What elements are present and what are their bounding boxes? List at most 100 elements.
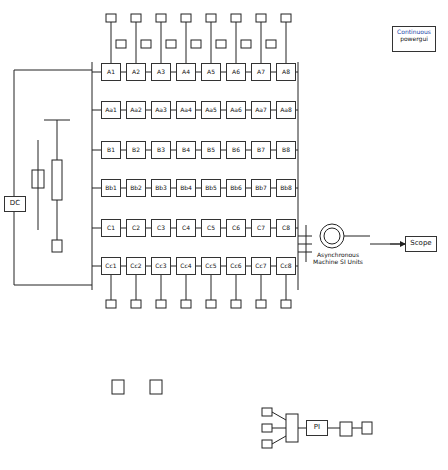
igbt-block: Cc4 bbox=[176, 257, 196, 275]
block-label: Aa5 bbox=[205, 107, 217, 114]
igbt-block: Bb7 bbox=[251, 179, 271, 197]
igbt-block: B7 bbox=[251, 141, 271, 159]
block-label: powergui bbox=[395, 36, 433, 43]
block-label: Aa2 bbox=[130, 107, 142, 114]
block-label: Cc6 bbox=[230, 263, 241, 270]
block-label: B7 bbox=[257, 147, 265, 154]
asynchronous-machine: Asynchronous Machine SI Units bbox=[306, 222, 370, 274]
block-label: Continuous bbox=[395, 29, 433, 36]
powergui-block: Continuouspowergui bbox=[392, 26, 436, 52]
block-label: Cc4 bbox=[180, 263, 191, 270]
igbt-block: C5 bbox=[201, 219, 221, 237]
block-label: B4 bbox=[182, 147, 190, 154]
block-label: B2 bbox=[132, 147, 140, 154]
block-label: DC bbox=[10, 200, 20, 208]
block-label: Cc3 bbox=[155, 263, 166, 270]
block-label: Aa8 bbox=[280, 107, 292, 114]
igbt-block: Aa3 bbox=[151, 101, 171, 119]
block-label: Cc1 bbox=[105, 263, 116, 270]
block-label: Cc5 bbox=[205, 263, 216, 270]
igbt-block: A7 bbox=[251, 63, 271, 81]
igbt-block: B4 bbox=[176, 141, 196, 159]
igbt-block: B3 bbox=[151, 141, 171, 159]
block-label: C7 bbox=[257, 225, 265, 232]
block-label: Aa4 bbox=[180, 107, 192, 114]
block-label: Cc2 bbox=[130, 263, 141, 270]
block-label: C3 bbox=[157, 225, 165, 232]
block-label: Aa6 bbox=[230, 107, 242, 114]
igbt-block: C4 bbox=[176, 219, 196, 237]
block-label: C4 bbox=[182, 225, 190, 232]
block-label: Bb2 bbox=[130, 185, 142, 192]
block-label: B6 bbox=[232, 147, 240, 154]
igbt-block: Aa5 bbox=[201, 101, 221, 119]
igbt-block: B5 bbox=[201, 141, 221, 159]
block-label: A1 bbox=[107, 69, 115, 76]
igbt-block: C8 bbox=[276, 219, 296, 237]
block-label: B3 bbox=[157, 147, 165, 154]
block-label: C2 bbox=[132, 225, 140, 232]
signal-connector bbox=[370, 244, 405, 245]
simulink-block: Scope bbox=[405, 236, 437, 252]
igbt-block: Aa7 bbox=[251, 101, 271, 119]
block-label: Aa3 bbox=[155, 107, 167, 114]
igbt-block: B6 bbox=[226, 141, 246, 159]
igbt-block: C1 bbox=[101, 219, 121, 237]
igbt-block: Bb8 bbox=[276, 179, 296, 197]
block-label: A2 bbox=[132, 69, 140, 76]
igbt-block: Bb1 bbox=[101, 179, 121, 197]
igbt-block: Bb5 bbox=[201, 179, 221, 197]
block-label: Bb3 bbox=[155, 185, 167, 192]
block-label: Bb7 bbox=[255, 185, 267, 192]
igbt-block: A4 bbox=[176, 63, 196, 81]
igbt-block: Bb4 bbox=[176, 179, 196, 197]
igbt-block: Aa6 bbox=[226, 101, 246, 119]
igbt-block: B1 bbox=[101, 141, 121, 159]
igbt-block: Cc1 bbox=[101, 257, 121, 275]
igbt-block: Aa4 bbox=[176, 101, 196, 119]
block-label: C6 bbox=[232, 225, 240, 232]
simulink-block: DC bbox=[4, 196, 26, 212]
block-label: A5 bbox=[207, 69, 215, 76]
simulink-block: PI bbox=[306, 420, 328, 436]
igbt-block: Aa8 bbox=[276, 101, 296, 119]
machine-symbol bbox=[306, 222, 370, 252]
block-label: B8 bbox=[282, 147, 290, 154]
igbt-block: A5 bbox=[201, 63, 221, 81]
block-label: Bb8 bbox=[280, 185, 292, 192]
block-label: C8 bbox=[282, 225, 290, 232]
block-label: A8 bbox=[282, 69, 290, 76]
igbt-block: Cc7 bbox=[251, 257, 271, 275]
igbt-block: Aa2 bbox=[126, 101, 146, 119]
igbt-block: Cc3 bbox=[151, 257, 171, 275]
igbt-block: Cc6 bbox=[226, 257, 246, 275]
block-label: C5 bbox=[207, 225, 215, 232]
block-label: A7 bbox=[257, 69, 265, 76]
igbt-block: C7 bbox=[251, 219, 271, 237]
block-label: Bb6 bbox=[230, 185, 242, 192]
block-label: A3 bbox=[157, 69, 165, 76]
block-label: C1 bbox=[107, 225, 115, 232]
igbt-block: C6 bbox=[226, 219, 246, 237]
igbt-block: A3 bbox=[151, 63, 171, 81]
igbt-block: A1 bbox=[101, 63, 121, 81]
block-label: Cc8 bbox=[280, 263, 291, 270]
igbt-block: Bb6 bbox=[226, 179, 246, 197]
igbt-block: Cc2 bbox=[126, 257, 146, 275]
igbt-block: Cc5 bbox=[201, 257, 221, 275]
block-label: PI bbox=[314, 424, 320, 432]
block-label: A4 bbox=[182, 69, 190, 76]
block-label: Aa7 bbox=[255, 107, 267, 114]
block-label: Scope bbox=[410, 240, 431, 248]
igbt-block: A2 bbox=[126, 63, 146, 81]
igbt-block: B2 bbox=[126, 141, 146, 159]
block-label: Aa1 bbox=[105, 107, 117, 114]
igbt-block: Cc8 bbox=[276, 257, 296, 275]
igbt-block: A8 bbox=[276, 63, 296, 81]
block-label: Bb5 bbox=[205, 185, 217, 192]
igbt-block: A6 bbox=[226, 63, 246, 81]
block-label: B1 bbox=[107, 147, 115, 154]
igbt-block: Aa1 bbox=[101, 101, 121, 119]
